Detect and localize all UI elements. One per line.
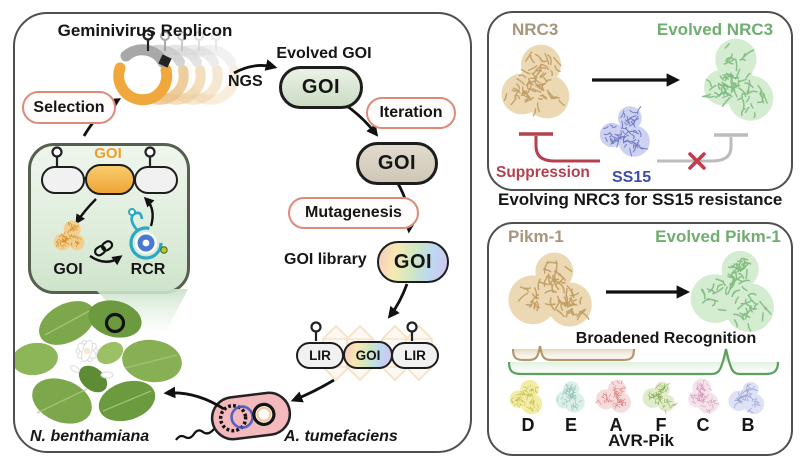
box-goi-pill — [85, 164, 135, 195]
selection-step-pill: Selection — [22, 91, 116, 124]
ss15-protein — [592, 100, 664, 168]
evolved-goi-label: Evolved GOI — [276, 45, 372, 62]
nrc3-protein — [488, 38, 590, 132]
box-left-element-pill — [41, 166, 85, 194]
avr-pik-f-protein — [639, 376, 683, 418]
evolved-pikm1-label: Evolved Pikm-1 — [655, 227, 781, 246]
box-goi-title: GOI — [94, 145, 122, 162]
box-right-element-pill — [134, 166, 178, 194]
lir-left-pill: LIR — [296, 342, 344, 369]
avr-letter-f: F — [655, 415, 667, 435]
goi-library-pill: GOI — [377, 241, 449, 283]
ss15-label: SS15 — [612, 169, 652, 186]
pikm1-label: Pikm-1 — [508, 227, 564, 246]
box-goi-protein-label: GOI — [53, 261, 83, 278]
avr-letter-c: C — [696, 415, 710, 435]
evolved-nrc3-protein — [686, 36, 786, 134]
nrc3-caption: Evolving NRC3 for SS15 resistance — [498, 190, 783, 209]
evolved-goi-pill: GOI — [279, 66, 363, 109]
goi-protein-blob — [50, 214, 90, 262]
left-panel-title: Geminivirus Replicon — [57, 21, 233, 40]
avr-pik-a-protein — [594, 376, 638, 418]
goi-library-label: GOI library — [284, 251, 367, 268]
bacterium-species-label: A. tumefaciens — [284, 428, 398, 445]
avr-pik-c-protein — [681, 376, 725, 418]
ngs-label: NGS — [228, 73, 263, 90]
avr-pik-b-protein — [726, 376, 770, 418]
evolved-nrc3-label: Evolved NRC3 — [656, 20, 774, 39]
avr-pik-group-label: AVR-Pik — [608, 431, 674, 450]
construct-goi-pill: GOI — [343, 341, 393, 369]
broadened-recognition-label: Broadened Recognition — [575, 330, 757, 347]
iteration-step-pill: Iteration — [366, 97, 456, 129]
avr-letter-a: A — [609, 415, 623, 435]
avr-pik-d-protein — [506, 376, 550, 418]
pikm1-protein — [500, 244, 606, 344]
lir-right-pill: LIR — [391, 342, 439, 369]
plant-species-label: N. benthamiana — [30, 428, 150, 445]
suppression-label: Suppression — [496, 164, 590, 181]
avr-pik-e-protein — [549, 376, 593, 418]
avr-letter-b: B — [741, 415, 755, 435]
evolved-pikm1-protein — [686, 244, 788, 344]
avr-letter-e: E — [564, 415, 577, 435]
nrc3-label: NRC3 — [512, 20, 559, 39]
iterated-goi-pill: GOI — [356, 142, 438, 185]
box-rcr-label: RCR — [130, 261, 166, 278]
mutagenesis-step-pill: Mutagenesis — [288, 197, 419, 229]
avr-letter-d: D — [521, 415, 535, 435]
